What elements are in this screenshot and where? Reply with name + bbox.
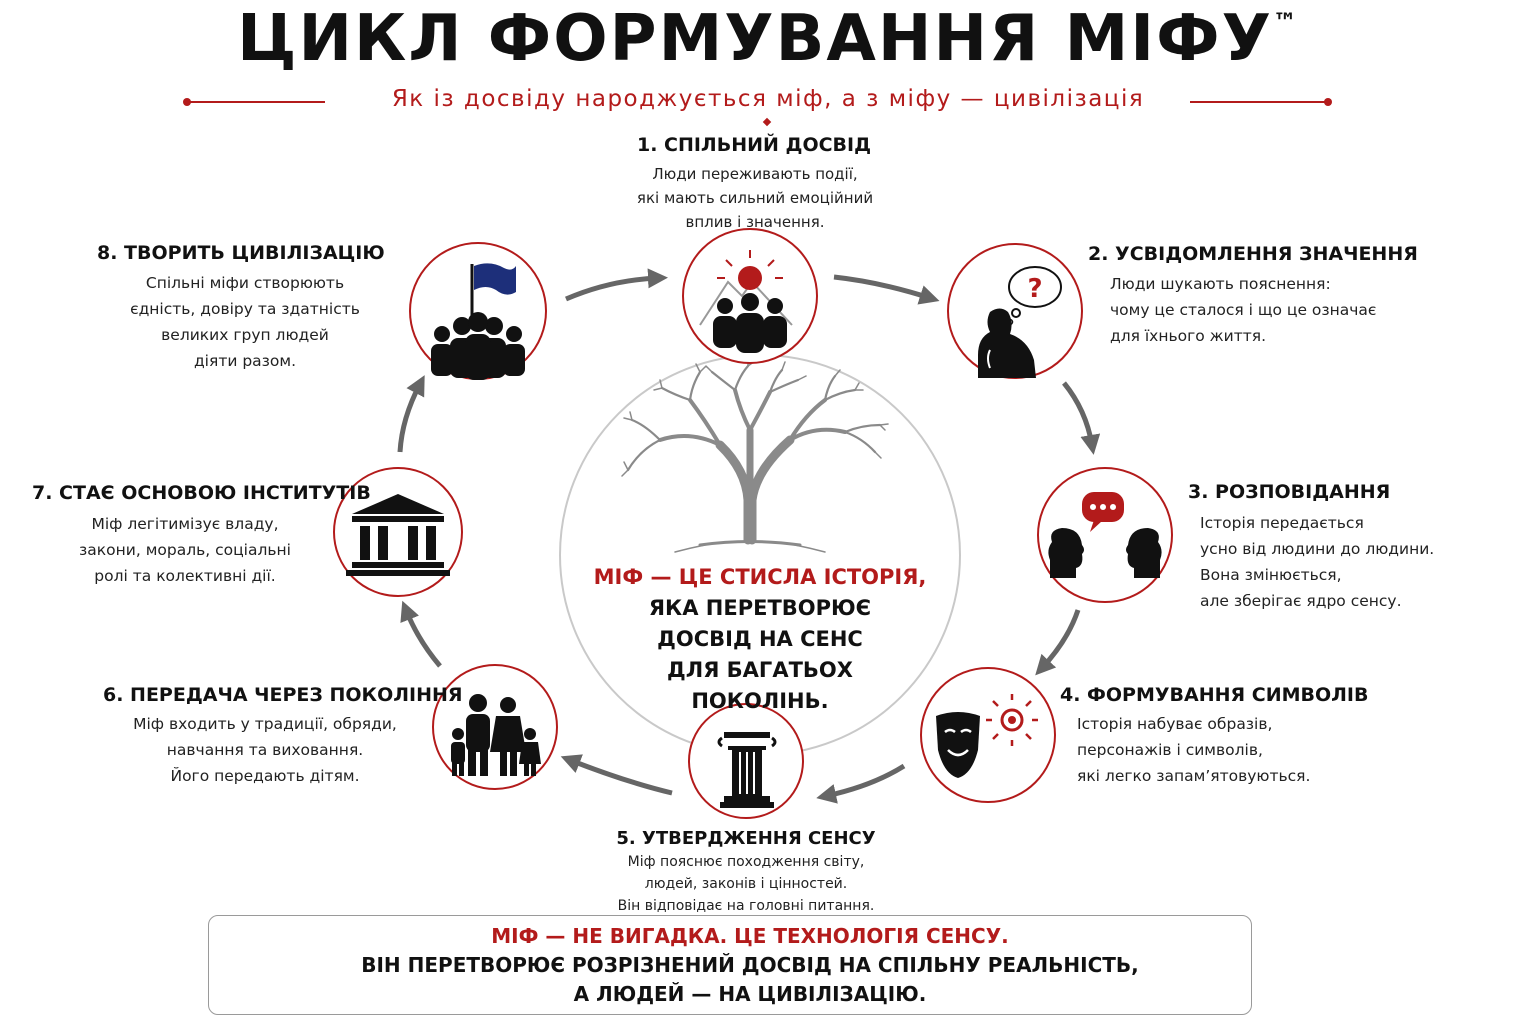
step-6-title: 6. ПЕРЕДАЧА ЧЕРЕЗ ПОКОЛІННЯ <box>103 684 463 706</box>
arrow-2-to-3 <box>1062 381 1101 455</box>
center-line-1: МІФ — ЦЕ СТИСЛА ІСТОРІЯ, <box>593 565 927 589</box>
temple-icon <box>346 494 450 576</box>
center-line-4: ДЛЯ БАГАТЬОХ <box>667 658 853 682</box>
step-8-title: 8. ТВОРИТЬ ЦИВІЛІЗАЦІЮ <box>97 242 385 264</box>
mask-sun-icon <box>936 694 1038 778</box>
center-line-5: ПОКОЛІНЬ. <box>691 689 829 713</box>
family-icon <box>451 694 541 776</box>
page-subtitle: Як із досвіду народжується міф, а з міфу… <box>391 86 1145 112</box>
step-2-text: Люди шукають пояснення:чому це сталося і… <box>1110 275 1377 345</box>
crowd-flag-icon <box>431 263 525 380</box>
center-line-3: ДОСВІД НА СЕНС <box>657 627 863 651</box>
step-6-text: Міф входить у традиції, обряди,навчання … <box>133 715 397 785</box>
arrow-4-to-5 <box>816 763 906 804</box>
footer-line-1: МІФ — НЕ ВИГАДКА. ЦЕ ТЕХНОЛОГІЯ СЕНСУ. <box>491 924 1009 948</box>
step-4-text: Історія набуває образів,персонажів і сим… <box>1077 715 1311 785</box>
step-2-title: 2. УСВІДОМЛЕННЯ ЗНАЧЕННЯ <box>1088 243 1418 265</box>
step-1-title: 1. СПІЛЬНИЙ ДОСВІД <box>636 134 872 156</box>
column-icon <box>717 732 777 808</box>
arrow-5-to-6 <box>560 754 673 796</box>
step-7-text: Міф легітимізує владу,закони, мораль, со… <box>79 515 291 585</box>
center-line-2: ЯКА ПЕРЕТВОРЮЄ <box>648 596 872 620</box>
center-statement: МІФ — ЦЕ СТИСЛА ІСТОРІЯ, ЯКА ПЕРЕТВОРЮЄ … <box>580 562 940 717</box>
footer-line-2: ВІН ПЕРЕТВОРЮЄ РОЗРІЗНЕНИЙ ДОСВІД НА СПІ… <box>361 953 1139 977</box>
subtitle-rule-left <box>187 101 325 103</box>
svg-text:?: ? <box>1027 274 1042 304</box>
step-4-title: 4. ФОРМУВАННЯ СИМВОЛІВ <box>1060 684 1369 706</box>
page-title: ЦИКЛ ФОРМУВАННЯ МІФУ™ <box>237 2 1299 76</box>
step-3-title: 3. РОЗПОВІДАННЯ <box>1188 481 1391 503</box>
arrow-1-to-2 <box>833 274 940 305</box>
tree-icon <box>621 356 889 553</box>
two-heads-speech-icon <box>1048 492 1162 578</box>
step-5-text: Міф пояснює походження світу,людей, зако… <box>617 854 875 914</box>
subtitle-rule-right <box>1190 101 1328 103</box>
footer-box <box>208 915 1252 1015</box>
arrow-3-to-4 <box>1035 609 1081 676</box>
thinking-person-icon: ? <box>978 266 1062 378</box>
arrow-8-to-1 <box>565 268 668 302</box>
footer-line-3: А ЛЮДЕЙ — НА ЦИВІЛІЗАЦІЮ. <box>573 982 927 1006</box>
people-mountain-sun-icon <box>699 250 793 353</box>
footer-statement: МІФ — НЕ ВИГАДКА. ЦЕ ТЕХНОЛОГІЯ СЕНСУ. В… <box>360 922 1140 1009</box>
arrow-7-to-8 <box>397 375 425 453</box>
subtitle-dot-right <box>1324 98 1332 106</box>
step-1-text: Люди переживають події,які мають сильний… <box>636 165 874 231</box>
step-7-title: 7. СТАЄ ОСНОВОЮ ІНСТИТУТІВ <box>32 482 371 504</box>
cycle-arrows <box>397 268 1101 804</box>
arrow-6-to-7 <box>400 600 442 668</box>
step-5-title: 5. УТВЕРДЖЕННЯ СЕНСУ <box>616 828 876 849</box>
